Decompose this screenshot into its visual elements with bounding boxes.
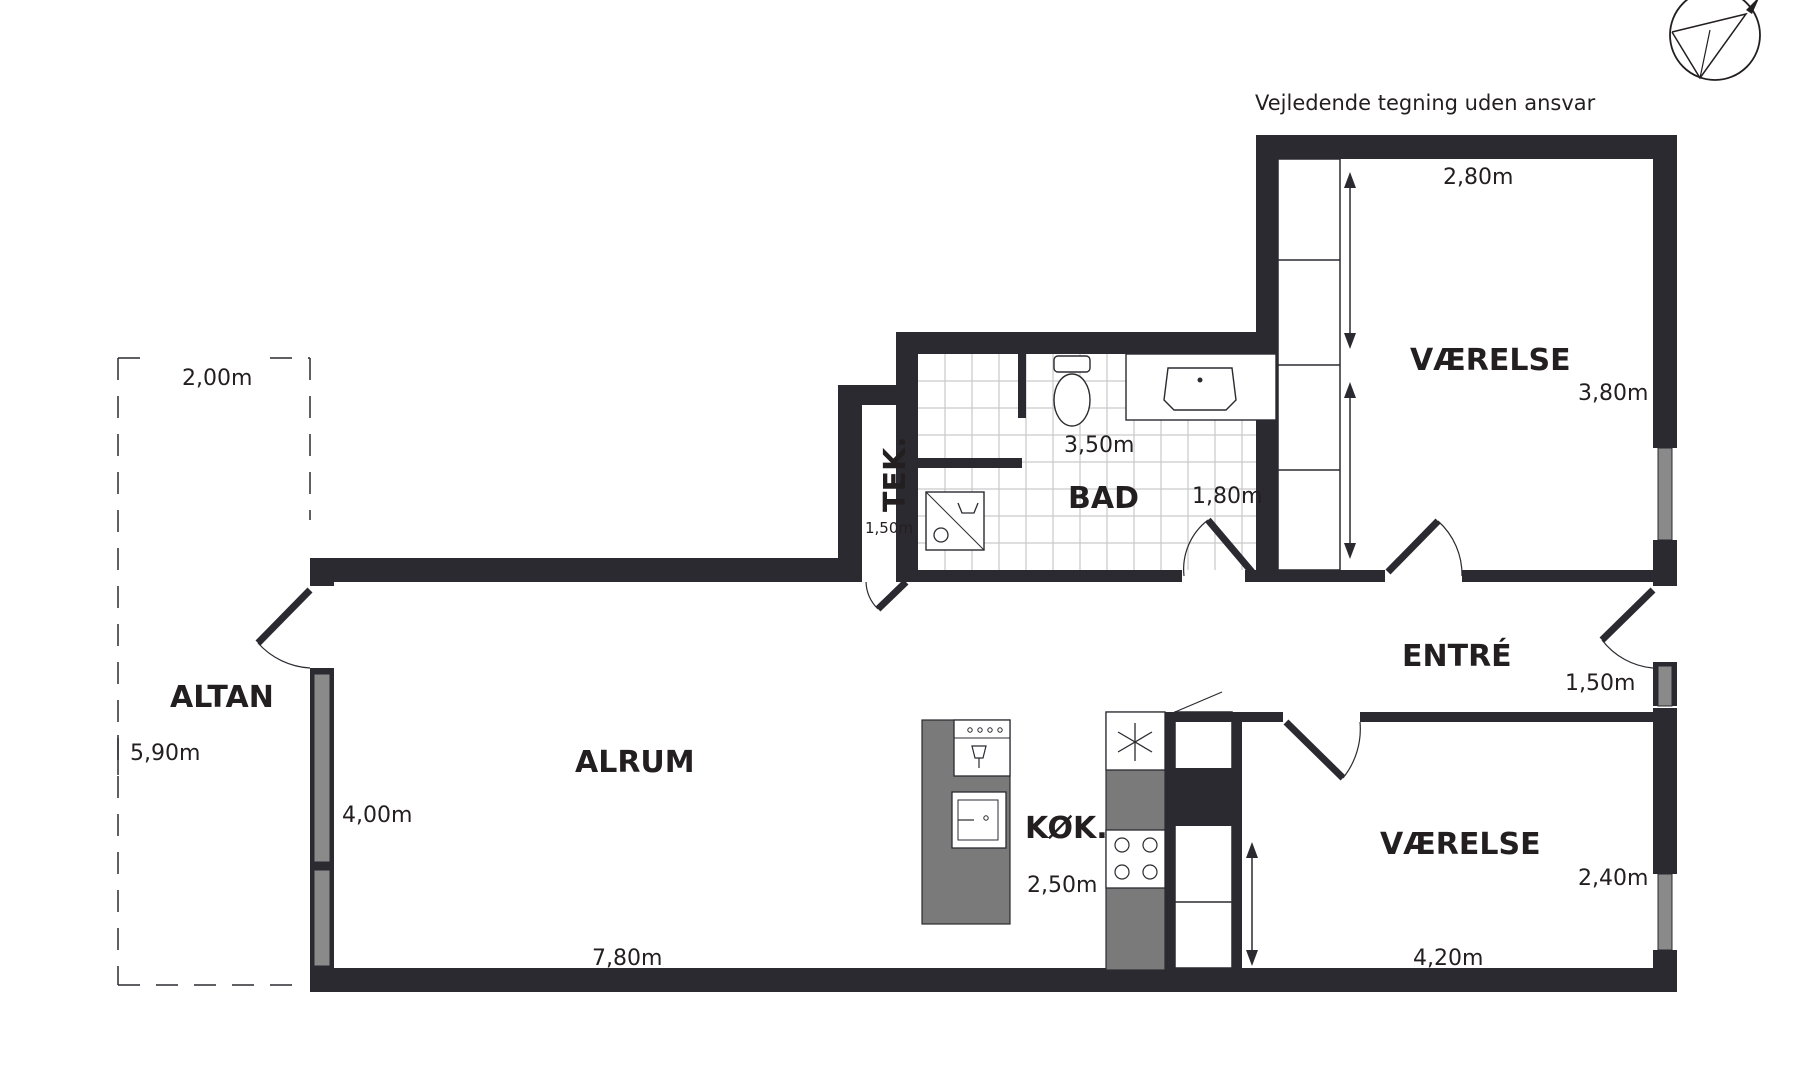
- kitchen-sink-icon: [951, 791, 1007, 849]
- bad-width: 3,50m: [1064, 433, 1134, 458]
- wardrobe-top: [1277, 158, 1356, 571]
- sink-icon: [1125, 353, 1277, 421]
- dishwasher-icon: [953, 719, 1011, 777]
- kok-length: 2,50m: [1027, 873, 1097, 898]
- bad-length: 1,80m: [1192, 484, 1262, 509]
- washing-machine-icon: [925, 491, 985, 551]
- vaerelse-top-length: 3,80m: [1578, 381, 1648, 406]
- walls: [310, 135, 1677, 992]
- windows: [313, 447, 1673, 967]
- alrum-width: 4,00m: [342, 803, 412, 828]
- balcony-outline: [117, 357, 311, 986]
- fridge-column: [1174, 711, 1233, 969]
- vaerelse-bottom-length: 2,40m: [1578, 866, 1648, 891]
- alrum-length: 7,80m: [592, 946, 662, 971]
- room-label-entre: ENTRÉ: [1402, 638, 1512, 674]
- vaerelse-bottom-width: 4,20m: [1413, 946, 1483, 971]
- altan-width: 2,00m: [182, 366, 252, 391]
- room-label-alrum: ALRUM: [575, 745, 695, 780]
- altan-length: 5,90m: [130, 741, 200, 766]
- vaerelse-top-width: 2,80m: [1443, 165, 1513, 190]
- room-label-vaerelse-top: VÆRELSE: [1410, 343, 1571, 378]
- wardrobe-bottom-arrow: [1246, 842, 1258, 966]
- room-label-altan: ALTAN: [170, 680, 274, 715]
- toilet-icon: [1053, 355, 1091, 427]
- room-label-bad: BAD: [1068, 481, 1139, 516]
- room-label-tek: TEK.: [878, 436, 913, 512]
- entre-length: 1,50m: [1565, 671, 1635, 696]
- tek-length: 1,50m: [865, 519, 913, 537]
- stove-icon: [1105, 829, 1166, 889]
- kitchen-counter: [1105, 711, 1166, 971]
- freezer-icon: [1105, 711, 1166, 771]
- room-label-kok: KØK.: [1025, 811, 1108, 846]
- room-label-vaerelse-bottom: VÆRELSE: [1380, 827, 1541, 862]
- doors: [255, 517, 1656, 781]
- disclaimer-note: Vejledende tegning uden ansvar: [1255, 91, 1596, 115]
- kitchen-island: [921, 719, 1011, 925]
- compass-icon: [1669, 0, 1761, 81]
